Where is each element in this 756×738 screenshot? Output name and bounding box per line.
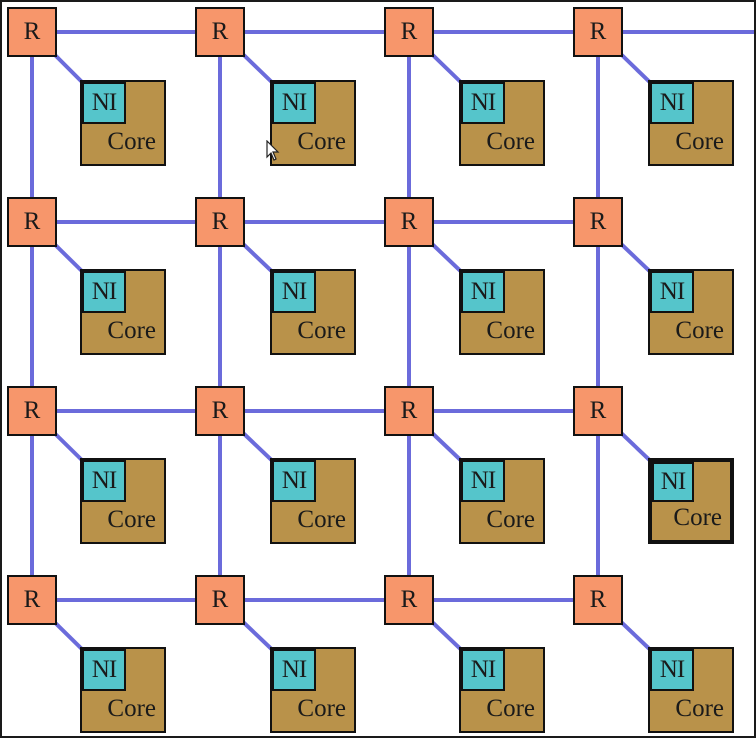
router: R xyxy=(573,7,623,57)
router: R xyxy=(195,197,245,247)
router-label: R xyxy=(211,208,229,235)
router: R xyxy=(573,386,623,436)
router: R xyxy=(7,197,57,247)
core-label: Core xyxy=(486,128,535,155)
core-tile: NI Core xyxy=(459,80,545,166)
core-label: Core xyxy=(297,506,346,533)
network-interface: NI xyxy=(82,271,126,313)
network-interface: NI xyxy=(461,460,505,502)
core-label: Core xyxy=(486,506,535,533)
router-label: R xyxy=(589,397,607,424)
network-interface: NI xyxy=(272,82,316,124)
core-label: Core xyxy=(107,317,156,344)
core-tile: NI Core xyxy=(80,80,166,166)
router: R xyxy=(7,386,57,436)
router-label: R xyxy=(400,18,418,45)
router: R xyxy=(384,386,434,436)
router-label: R xyxy=(211,18,229,45)
network-interface: NI xyxy=(652,462,694,502)
router-label: R xyxy=(23,208,41,235)
network-interface: NI xyxy=(82,460,126,502)
router-label: R xyxy=(400,586,418,613)
core-tile: NI Core xyxy=(648,647,734,733)
router: R xyxy=(384,575,434,625)
core-tile: NI Core xyxy=(459,458,545,544)
router-label: R xyxy=(589,586,607,613)
router: R xyxy=(195,575,245,625)
router-label: R xyxy=(589,208,607,235)
network-interface: NI xyxy=(650,649,694,691)
network-interface: NI xyxy=(461,271,505,313)
core-tile: NI Core xyxy=(648,80,734,166)
core-tile: NI Core xyxy=(459,269,545,355)
core-label: Core xyxy=(675,695,724,722)
router-label: R xyxy=(400,397,418,424)
network-interface: NI xyxy=(272,460,316,502)
mouse-pointer-icon xyxy=(266,140,280,161)
router: R xyxy=(573,197,623,247)
core-label: Core xyxy=(297,317,346,344)
core-label: Core xyxy=(297,695,346,722)
core-tile: NI Core xyxy=(270,458,356,544)
core-label: Core xyxy=(107,128,156,155)
core-tile: NI Core xyxy=(80,458,166,544)
router: R xyxy=(573,575,623,625)
router: R xyxy=(195,386,245,436)
core-tile: NI Core xyxy=(80,269,166,355)
router: R xyxy=(7,7,57,57)
router-label: R xyxy=(400,208,418,235)
core-label: Core xyxy=(486,317,535,344)
router-label: R xyxy=(211,586,229,613)
network-interface: NI xyxy=(461,649,505,691)
core-tile: NI Core xyxy=(270,269,356,355)
core-label: Core xyxy=(107,506,156,533)
core-label: Core xyxy=(107,695,156,722)
router: R xyxy=(384,197,434,247)
core-label: Core xyxy=(675,317,724,344)
core-label: Core xyxy=(673,504,722,531)
router-label: R xyxy=(23,18,41,45)
router-label: R xyxy=(23,397,41,424)
core-tile: NI Core xyxy=(270,647,356,733)
core-tile: NI Core xyxy=(648,269,734,355)
core-label: Core xyxy=(675,128,724,155)
router: R xyxy=(7,575,57,625)
core-tile: NI Core xyxy=(459,647,545,733)
network-interface: NI xyxy=(272,649,316,691)
network-interface: NI xyxy=(82,649,126,691)
network-interface: NI xyxy=(272,271,316,313)
router-label: R xyxy=(211,397,229,424)
network-interface: NI xyxy=(82,82,126,124)
router: R xyxy=(384,7,434,57)
core-label: Core xyxy=(297,128,346,155)
router: R xyxy=(195,7,245,57)
network-interface: NI xyxy=(650,82,694,124)
core-tile: NI Core xyxy=(270,80,356,166)
router-label: R xyxy=(23,586,41,613)
network-interface: NI xyxy=(461,82,505,124)
core-label: Core xyxy=(486,695,535,722)
network-interface: NI xyxy=(650,271,694,313)
router-label: R xyxy=(589,18,607,45)
core-tile: NI Core xyxy=(80,647,166,733)
